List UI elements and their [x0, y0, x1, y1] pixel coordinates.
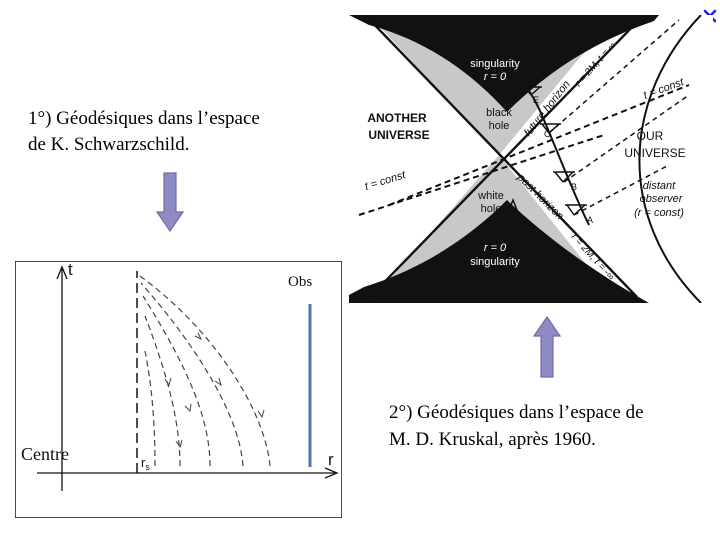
singularity-bottom-label: singularity [470, 256, 520, 268]
singularity-bottom-region [349, 200, 649, 303]
geodesic-5 [144, 350, 156, 467]
arrow-down-icon [156, 172, 184, 232]
caption-kruskal: 2°) Géodésiques dans l’espace de M. D. K… [389, 402, 644, 450]
our-universe-label-2: UNIVERSE [624, 146, 685, 160]
geodesic-1 [139, 275, 271, 467]
singularity-top-label: singularity [470, 58, 520, 70]
light-cone-b [553, 171, 575, 183]
r-zero-top-label: r = 0 [484, 71, 507, 83]
light-cone-e [523, 86, 542, 96]
r-axis-label: r [328, 450, 334, 469]
black-hole-label-1: black [486, 107, 512, 119]
obs-label: Obs [288, 274, 312, 290]
caption-schwarzschild: 1°) Géodésiques dans l’espace de K. Schw… [28, 108, 260, 155]
distant-observer-label-2: observer [640, 193, 684, 205]
distant-observer-label-3: (r = const) [634, 207, 684, 219]
another-universe-label-2: UNIVERSE [368, 128, 429, 142]
point-a-label: A [587, 215, 593, 225]
distant-observer-label-1: distant [643, 180, 676, 192]
white-hole-label-1: white [477, 190, 504, 202]
singularity-top-region [349, 15, 659, 112]
point-c-label: C [544, 129, 551, 139]
horizon-line-a [366, 16, 638, 298]
arrow-up-icon [533, 316, 561, 378]
signal-line-1 [548, 19, 680, 134]
t-const-line-right [388, 84, 690, 206]
t-axis-label: t [68, 261, 73, 279]
centre-label: Centre [21, 444, 69, 464]
signal-line-2 [563, 94, 690, 183]
rs-label: rs [141, 455, 150, 472]
white-hole-label-2: hole [481, 203, 502, 215]
kruskal-diagram: singularity r = 0 singularity r = 0 blac… [349, 15, 713, 303]
t-const-line-left [358, 134, 605, 216]
black-hole-label-2: hole [489, 120, 510, 132]
geodesic-3 [142, 295, 211, 467]
another-universe-label-1: ANOTHER [367, 111, 427, 125]
r-zero-bottom-label: r = 0 [484, 242, 507, 254]
our-universe-label-1: OUR [637, 129, 664, 143]
point-b-label: B [571, 182, 577, 192]
infall-worldline [516, 69, 590, 226]
geodesic-4 [144, 315, 181, 467]
distant-observer-worldline [638, 15, 702, 303]
schwarzschild-diagram: t r rs Centre Obs [15, 261, 342, 518]
point-e-label: E [533, 95, 539, 105]
